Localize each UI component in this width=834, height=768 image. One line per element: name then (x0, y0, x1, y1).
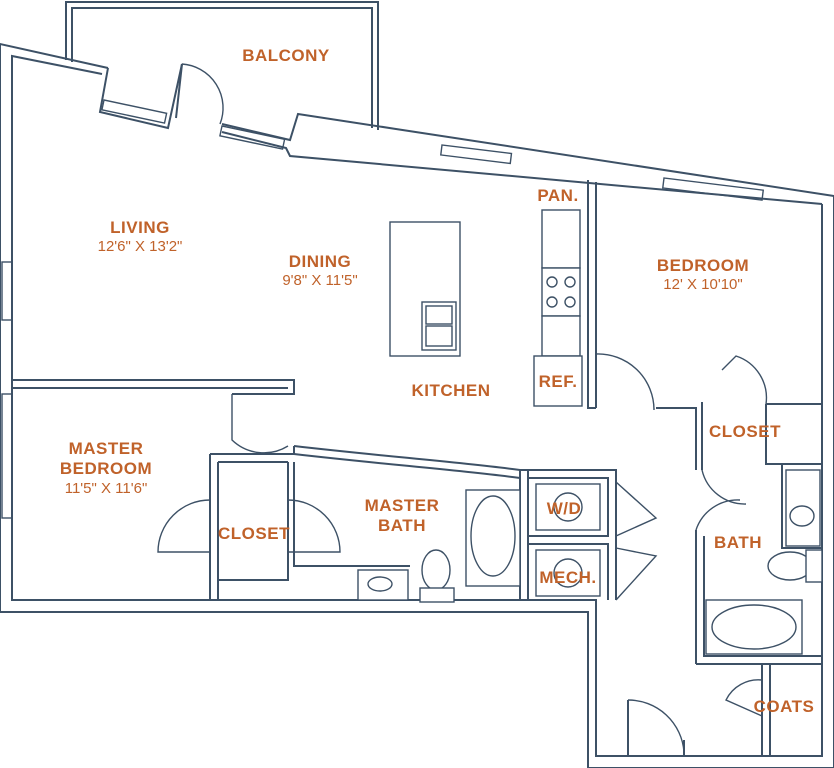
dining-room-label: DINING 9'8" X 11'5" (282, 252, 357, 290)
dining-name: DINING (288, 252, 352, 271)
living-dims: 12'6" X 13'2" (97, 238, 183, 256)
pantry-label: PAN. (537, 186, 579, 205)
bedroom-dims: 12' X 10'10" (663, 276, 743, 294)
master-bedroom-label: MASTER BEDROOM 11'5" X 11'6" (51, 439, 161, 498)
dining-dims: 9'8" X 11'5" (282, 272, 358, 290)
refrigerator-label: REF. (538, 372, 578, 391)
door-swings (157, 353, 768, 753)
bedroom-label: BEDROOM 12' X 10'10" (657, 256, 749, 294)
balcony-door (181, 63, 224, 125)
coats-label: COATS (753, 697, 815, 716)
kitchen-fixtures (389, 209, 583, 407)
mechanical-label: MECH. (539, 568, 597, 587)
master-bath-label: MASTER BATH (364, 496, 440, 536)
bedroom-closet-label: CLOSET (709, 422, 781, 441)
interior-walls (12, 180, 822, 756)
living-name: LIVING (110, 218, 170, 237)
master-bedroom-name: MASTER BEDROOM (59, 439, 153, 479)
bath-fixtures (357, 469, 823, 655)
living-room-label: LIVING 12'6" X 13'2" (98, 218, 183, 256)
bedroom-name: BEDROOM (656, 256, 750, 275)
windows (1, 99, 765, 519)
master-bedroom-dims: 11'5" X 11'6" (64, 479, 148, 497)
master-closet-label: CLOSET (218, 524, 290, 543)
balcony-label: BALCONY (242, 46, 330, 65)
washer-dryer-label: W/D (546, 499, 582, 518)
bath-label: BATH (714, 533, 762, 552)
exterior-walls (0, 42, 834, 768)
balcony-outline (65, 1, 379, 130)
kitchen-label: KITCHEN (411, 381, 491, 400)
